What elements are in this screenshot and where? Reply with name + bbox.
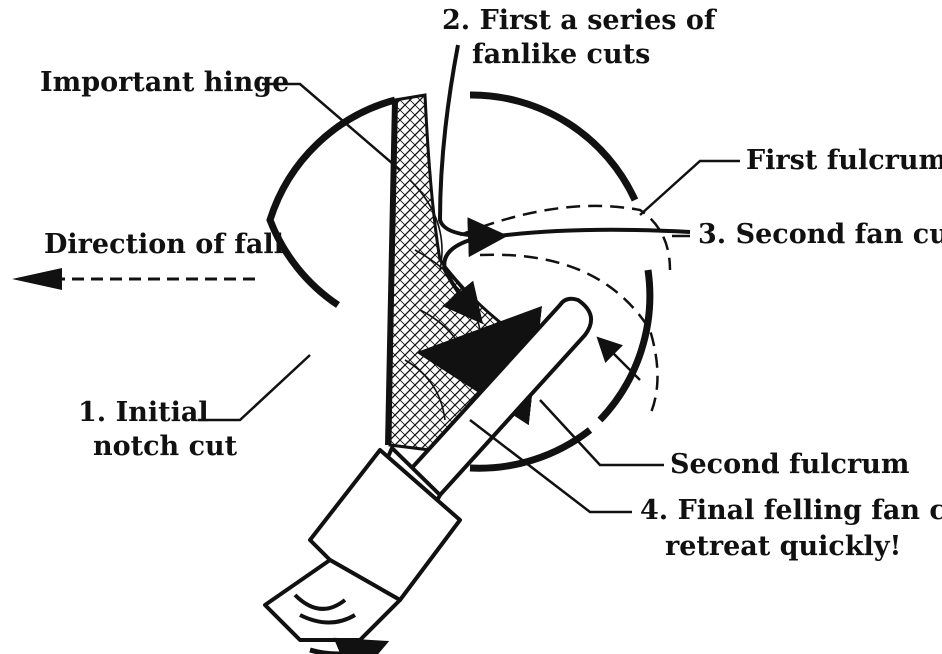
- second-fulcrum-label: Second fulcrum: [670, 450, 909, 480]
- fanlike-cuts-line: [440, 45, 500, 236]
- step2-label-line1: 2. First a series of: [442, 6, 715, 36]
- direction-of-fall-arrow: [12, 268, 255, 290]
- direction-of-fall-label: Direction of fall: [44, 230, 284, 260]
- step1-label-line1: 1. Initial: [78, 398, 209, 428]
- bar-cut-arrow: [600, 340, 640, 380]
- step4-label-line1: 4. Final felling fan cut;: [640, 496, 942, 526]
- first-fulcrum-label: First fulcrum: [746, 146, 942, 176]
- step4-label-line2: retreat quickly!: [665, 532, 901, 562]
- important-hinge-label: Important hinge: [40, 68, 289, 98]
- step2-label-line2: fanlike cuts: [472, 40, 650, 70]
- step3-label: 3. Second fan cut: [698, 220, 942, 250]
- retreat-arrow: [310, 645, 380, 654]
- step1-label-line2: notch cut: [93, 432, 237, 462]
